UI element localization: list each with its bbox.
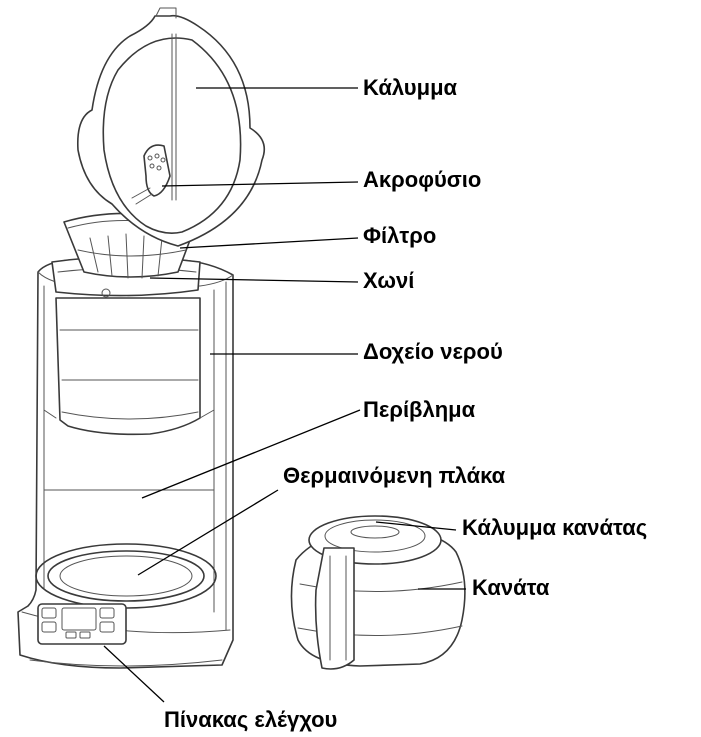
label-carafe: Κανάτα [472, 575, 550, 600]
leader-line-heating-plate [137, 489, 279, 576]
housing-illustration [17, 259, 234, 669]
leader-line-nozzle [161, 181, 359, 187]
label-control-panel: Πίνακας ελέγχου [164, 707, 337, 732]
label-heating-plate: Θερμαινόμενη πλάκα [283, 463, 506, 488]
carafe-illustration [290, 515, 466, 670]
label-carafe-lid: Κάλυμμα κανάτας [462, 515, 647, 540]
part-labels: Κάλυμμα Ακροφύσιο Φίλτρο Χωνί Δοχείο νερ… [164, 75, 647, 732]
control-panel-illustration [37, 603, 127, 645]
leader-line-carafe-lid [375, 521, 457, 531]
leader-lines [103, 87, 466, 703]
leader-line-filter [179, 237, 359, 249]
label-nozzle: Ακροφύσιο [363, 167, 481, 192]
label-housing: Περίβλημα [363, 397, 476, 422]
leader-line-funnel [149, 277, 359, 283]
label-water-tank: Δοχείο νερού [363, 339, 503, 364]
label-filter: Φίλτρο [363, 223, 436, 248]
leader-line-housing [141, 409, 361, 499]
coffee-maker-illustration [17, 7, 466, 670]
lid-illustration [76, 7, 266, 247]
leader-line-control-panel [103, 645, 165, 703]
label-funnel: Χωνί [363, 268, 414, 293]
label-lid: Κάλυμμα [363, 75, 458, 100]
